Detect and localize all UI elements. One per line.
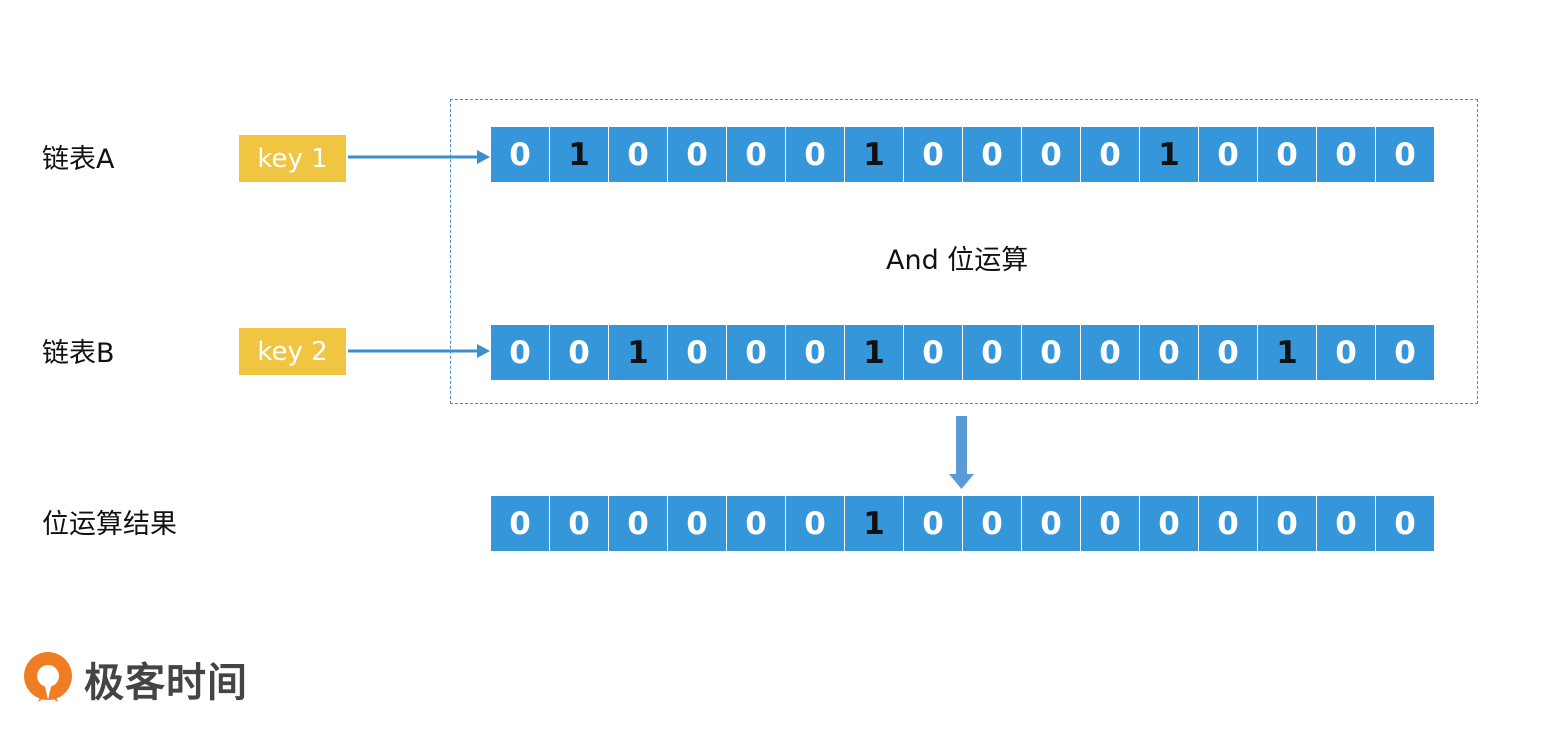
bit-cell: 0	[1140, 325, 1198, 380]
bit-cell: 0	[1317, 325, 1375, 380]
arrow-key1-to-a	[348, 150, 490, 164]
operation-label: And 位运算	[886, 245, 1029, 276]
bit-cell: 0	[491, 325, 549, 380]
bit-cell: 0	[1199, 325, 1257, 380]
logo: 极客时间	[22, 650, 248, 708]
bit-cell: 0	[1376, 325, 1434, 380]
bit-cell: 0	[904, 325, 962, 380]
bit-cell: 0	[550, 496, 608, 551]
arrow-down-to-result	[949, 416, 974, 489]
geektime-logo-icon	[24, 652, 72, 702]
key-1-box: key 1	[239, 135, 346, 182]
bit-cell: 0	[963, 496, 1021, 551]
bit-cell: 0	[1081, 496, 1139, 551]
bit-cell: 0	[727, 325, 785, 380]
bit-cell: 0	[1258, 127, 1316, 182]
bit-cell: 0	[904, 127, 962, 182]
bit-cell: 0	[1022, 127, 1080, 182]
row-b-label: 链表B	[42, 338, 115, 369]
bit-cell: 0	[1199, 127, 1257, 182]
bit-cell: 0	[786, 496, 844, 551]
and-operation-group	[450, 99, 1478, 404]
bit-cell: 0	[1376, 127, 1434, 182]
bit-cell: 0	[1022, 325, 1080, 380]
bit-cell: 1	[845, 325, 903, 380]
bit-cell: 0	[491, 496, 549, 551]
bit-cell: 1	[1140, 127, 1198, 182]
bit-cell: 0	[550, 325, 608, 380]
result-label: 位运算结果	[42, 509, 177, 540]
bit-cell: 0	[1376, 496, 1434, 551]
bit-cell: 0	[1258, 496, 1316, 551]
key-2-box: key 2	[239, 328, 346, 375]
bit-cell: 0	[963, 325, 1021, 380]
bit-cell: 0	[1081, 127, 1139, 182]
bit-cell: 0	[609, 127, 667, 182]
bit-cell: 0	[786, 127, 844, 182]
bit-cell: 1	[609, 325, 667, 380]
bit-cell: 0	[1317, 127, 1375, 182]
bit-cell: 0	[1317, 496, 1375, 551]
bit-cell: 0	[1022, 496, 1080, 551]
row-a-label: 链表A	[42, 144, 115, 175]
bit-cell: 1	[845, 496, 903, 551]
bit-cell: 0	[904, 496, 962, 551]
bit-cell: 1	[550, 127, 608, 182]
bit-cell: 0	[727, 127, 785, 182]
bit-cell: 0	[668, 496, 726, 551]
arrow-key2-to-b	[348, 344, 490, 358]
bit-cell: 0	[1140, 496, 1198, 551]
bit-cell: 0	[963, 127, 1021, 182]
bit-cell: 1	[1258, 325, 1316, 380]
bit-cell: 0	[668, 325, 726, 380]
bit-cell: 1	[845, 127, 903, 182]
bit-cell: 0	[727, 496, 785, 551]
bit-cell: 0	[668, 127, 726, 182]
bit-cell: 0	[1199, 496, 1257, 551]
bit-cell: 0	[786, 325, 844, 380]
bit-cell: 0	[1081, 325, 1139, 380]
logo-text: 极客时间	[84, 660, 248, 706]
bit-cell: 0	[609, 496, 667, 551]
bit-cell: 0	[491, 127, 549, 182]
